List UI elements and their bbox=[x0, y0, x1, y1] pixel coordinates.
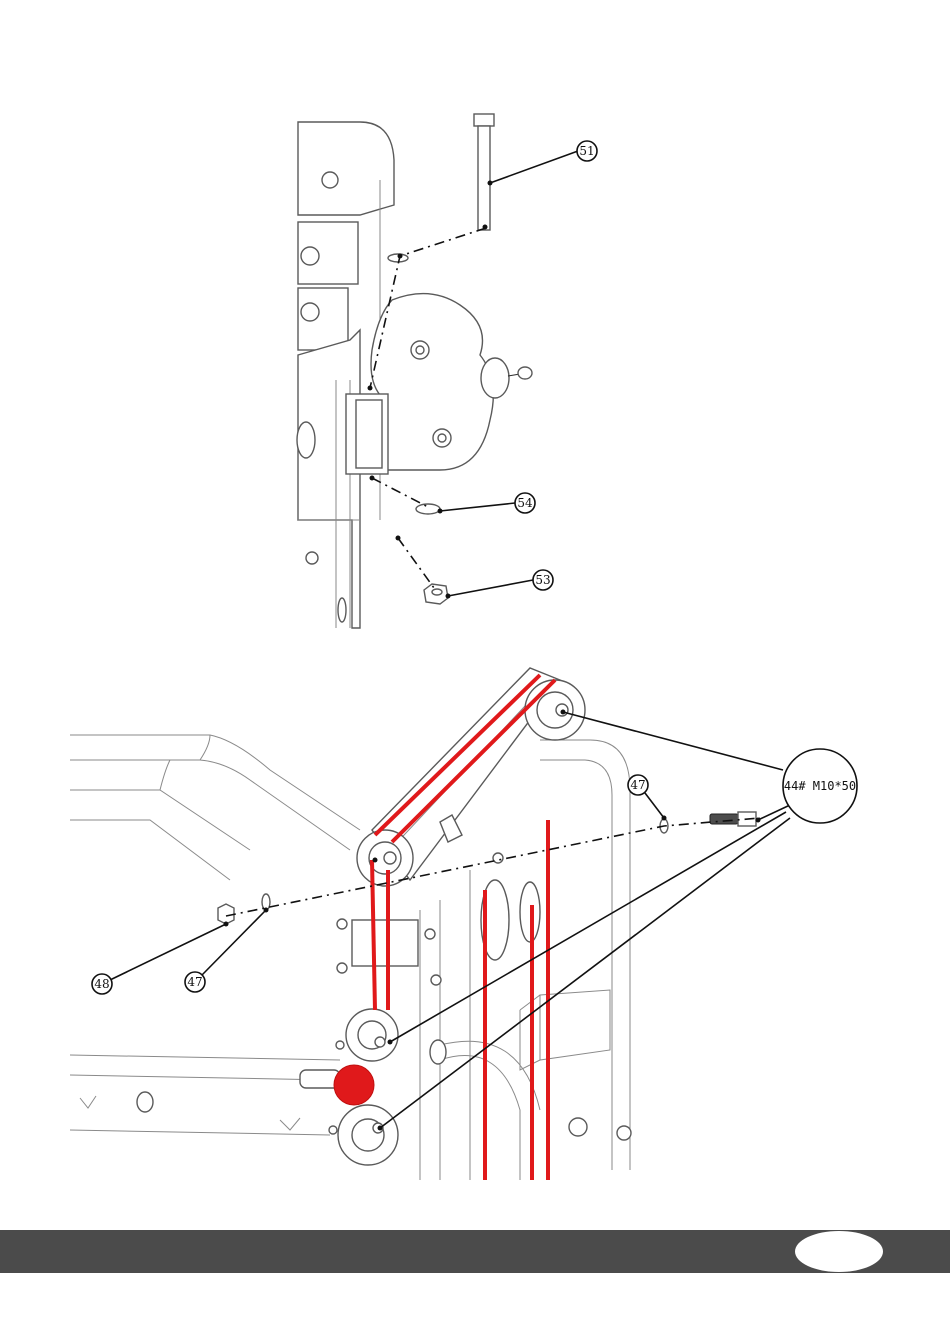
callout-47-right: 47 bbox=[628, 775, 667, 821]
callout-label-47-left: 47 bbox=[187, 975, 202, 989]
callout-54: 54 bbox=[438, 493, 536, 514]
callout-label-47-right: 47 bbox=[630, 778, 645, 792]
callout-label-54: 54 bbox=[517, 496, 533, 510]
lower-assembly: 44# M10*50 47 48 47 bbox=[70, 668, 857, 1180]
callout-53: 53 bbox=[446, 570, 554, 599]
callout-label-51: 51 bbox=[579, 144, 594, 158]
spec-label: 44# M10*50 bbox=[784, 779, 856, 793]
red-knob-icon bbox=[334, 1065, 374, 1105]
page-number-badge bbox=[795, 1231, 883, 1272]
callout-48: 48 bbox=[92, 922, 229, 995]
callout-label-48: 48 bbox=[94, 977, 109, 991]
callout-51: 51 bbox=[483, 141, 598, 230]
upper-assembly: 51 54 53 bbox=[297, 114, 597, 628]
callout-label-53: 53 bbox=[535, 573, 550, 587]
